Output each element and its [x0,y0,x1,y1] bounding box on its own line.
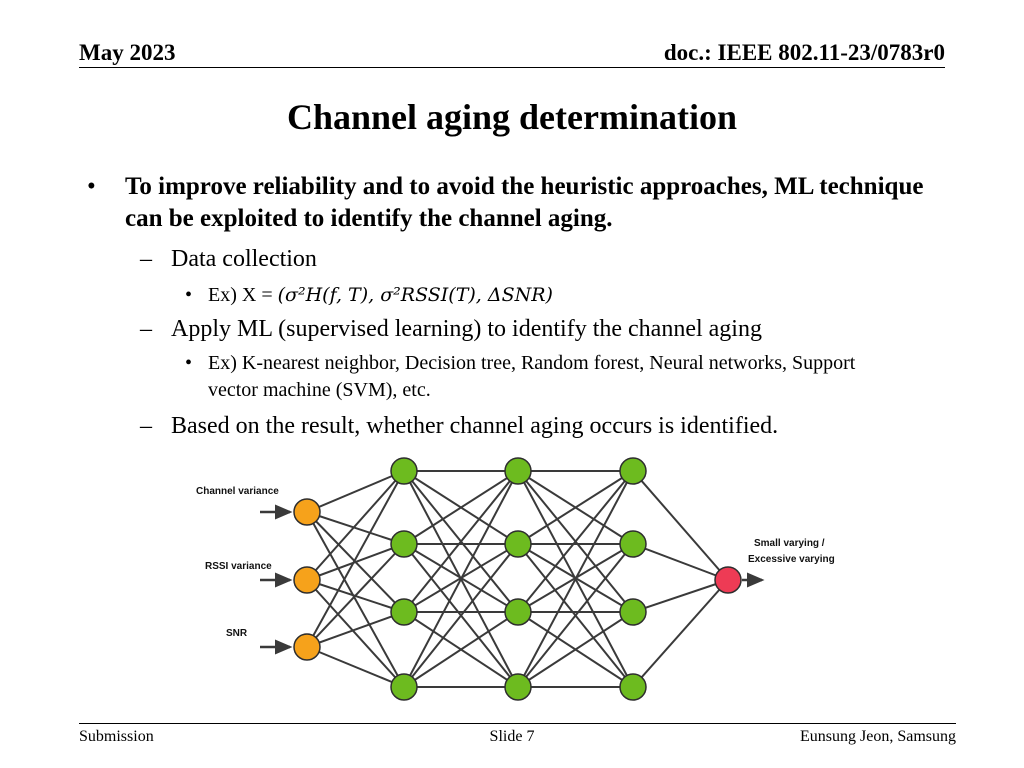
network-edge [403,611,519,688]
hidden-node [390,673,418,701]
network-edge [403,470,519,688]
network-edge [517,611,634,688]
input-label-rssi-variance: RSSI variance [205,561,272,572]
header-rule [79,67,945,68]
input-label-snr: SNR [226,628,248,639]
sub-sub-bullet-ml-examples: Ex) K-nearest neighbor, Decision tree, R… [208,352,856,401]
header-date: May 2023 [79,40,176,65]
network-edge [632,543,729,581]
network-edge [517,470,634,613]
dot-marker: • [185,284,193,306]
footer-rule [79,723,956,724]
network-edge [403,470,519,613]
network-edge [306,579,405,688]
network-edge [306,646,405,688]
input-node [293,498,321,526]
network-edge [517,470,634,688]
footer-submission: Submission [79,728,154,745]
input-node [293,566,321,594]
input-node [293,633,321,661]
output-node [714,566,742,594]
example-prefix: Ex) X = [208,284,278,306]
output-label-line1: Small varying / [754,538,825,549]
output-label-line2: Excessive varying [748,554,835,565]
network-edge [306,511,405,688]
slide-title: Channel aging determination [286,97,738,137]
network-edge [632,579,729,613]
hidden-node [504,457,532,485]
dash-marker: – [140,413,152,439]
sub-bullet-apply-ml: Apply ML (supervised learning) to identi… [171,316,762,342]
footer-slide-number: Slide 7 [489,728,535,745]
network-edge [403,470,519,545]
input-label-channel-variance: Channel variance [196,486,279,497]
network-edge [306,611,405,648]
dot-marker: • [185,352,193,374]
main-bullet: To improve reliability and to avoid the … [125,173,924,232]
sub-bullet-based-on-result: Based on the result, whether channel agi… [171,413,779,439]
hidden-node [504,530,532,558]
hidden-node [619,530,647,558]
network-edge [517,470,634,545]
network-edge [632,470,729,581]
hidden-node [619,673,647,701]
example-formula: (σ²H(f, T), σ²RSSI(T), ΔSNR) [277,284,553,306]
hidden-node [619,457,647,485]
neural-network-svg [260,457,765,701]
sub-sub-bullet-example-formula: Ex) X = (σ²H(f, T), σ²RSSI(T), ΔSNR) [208,282,908,309]
hidden-node [504,673,532,701]
network-edge [306,470,405,581]
bullet-marker: • [87,173,96,200]
network-edge [306,543,405,581]
network-edge [306,543,405,648]
network-edge [306,470,405,513]
network-edge [517,543,634,688]
neural-network-diagram: Channel variance RSSI variance SNR Small… [196,452,835,707]
dash-marker: – [140,246,152,272]
hidden-node [390,457,418,485]
network-edge [306,511,405,545]
sub-bullet-data-collection: Data collection [171,246,317,272]
footer-author: Eunsung Jeon, Samsung [800,728,956,745]
hidden-node [504,598,532,626]
hidden-node [619,598,647,626]
network-edge [403,543,519,688]
network-edge [632,579,729,688]
hidden-node [390,598,418,626]
dash-marker: – [140,316,152,342]
header-doc-id: doc.: IEEE 802.11-23/0783r0 [663,40,945,65]
network-edge [306,470,405,648]
hidden-node [390,530,418,558]
